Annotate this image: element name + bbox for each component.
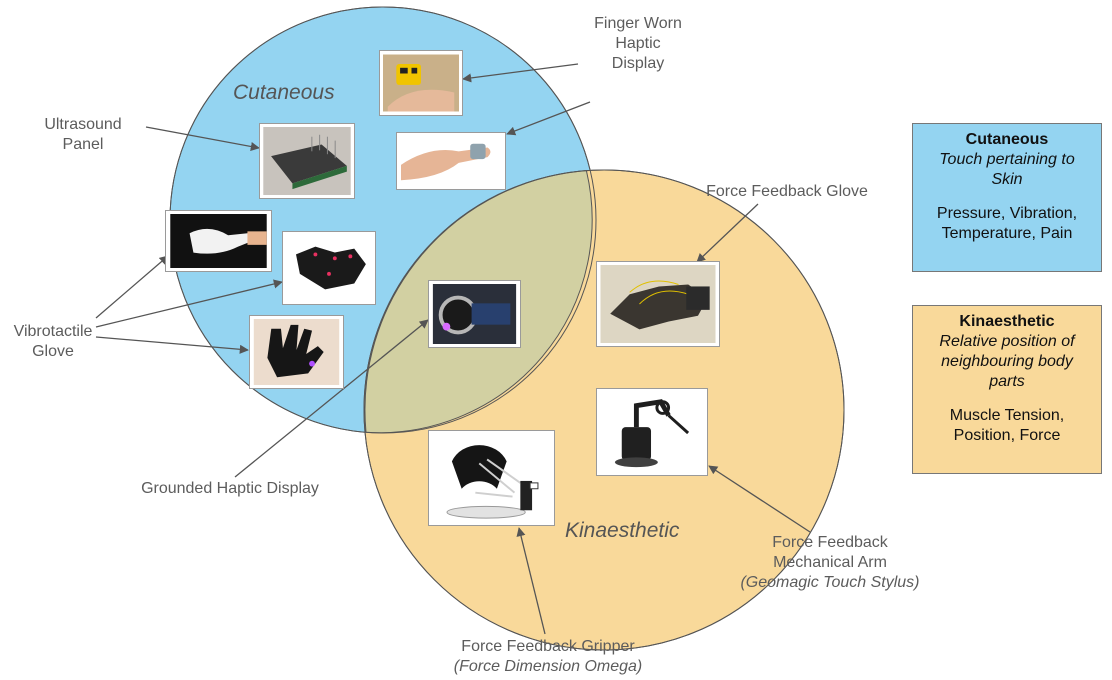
label-ff-arm: Force Feedback Mechanical Arm (Geomagic … [705, 533, 955, 593]
arrow-vibrotactile-3 [95, 336, 249, 354]
label-ultrasound-line2: Panel [62, 136, 104, 153]
label-ff-glove: Force Feedback Glove [682, 182, 892, 202]
label-ultrasound: Ultrasound Panel [23, 115, 143, 155]
label-finger-worn-line3: Display [611, 55, 665, 72]
arrow-grounded [234, 319, 429, 478]
label-ff-gripper-line2: (Force Dimension Omega) [453, 658, 643, 675]
legend-cutaneous-title: Cutaneous [965, 131, 1049, 148]
label-ff-glove-text: Force Feedback Glove [706, 183, 868, 200]
cutaneous-circle-title: Cutaneous [233, 81, 335, 104]
finger-worn-photo [379, 50, 463, 116]
ultrasound-panel-photo [259, 123, 355, 199]
legend-kinaesthetic-examples-1: Muscle Tension, [949, 407, 1065, 424]
label-finger-worn: Finger Worn Haptic Display [577, 14, 699, 74]
legend-kinaesthetic: Kinaesthetic Relative position of neighb… [912, 305, 1102, 474]
label-ff-gripper: Force Feedback Gripper (Force Dimension … [430, 637, 666, 677]
mechanical-arm-photo [596, 388, 708, 476]
legend-kinaesthetic-title: Kinaesthetic [959, 313, 1055, 330]
label-vibrotactile-line1: Vibrotactile [13, 323, 93, 340]
vibrotactile-glove-photo-2 [282, 231, 376, 305]
legend-cutaneous: Cutaneous Touch pertaining to Skin Press… [912, 123, 1102, 272]
label-ff-arm-line3: (Geomagic Touch Stylus) [740, 574, 920, 591]
arrow-ff-gripper [516, 527, 546, 635]
label-ff-arm-line2: Mechanical Arm [773, 554, 887, 571]
arrow-vibrotactile-1 [95, 255, 169, 319]
label-finger-worn-line1: Finger Worn [594, 15, 682, 32]
arrow-finger-worn-2 [506, 101, 591, 136]
legend-kinaesthetic-subtitle-1: Relative position of [939, 333, 1075, 350]
vibrotactile-glove-photo-1 [165, 210, 272, 272]
force-feedback-glove-photo [596, 261, 720, 347]
label-vibrotactile-line2: Glove [32, 343, 74, 360]
arrow-finger-worn-1 [462, 63, 579, 83]
label-ff-gripper-line1: Force Feedback Gripper [461, 638, 635, 655]
legend-kinaesthetic-subtitle-2: neighbouring body [941, 353, 1073, 370]
legend-cutaneous-examples-2: Temperature, Pain [941, 225, 1073, 242]
kinaesthetic-circle-title: Kinaesthetic [565, 519, 680, 542]
label-ultrasound-line1: Ultrasound [44, 116, 122, 133]
arrow-ff-glove [696, 203, 759, 263]
label-grounded-text: Grounded Haptic Display [141, 480, 319, 497]
label-ff-arm-line1: Force Feedback [772, 534, 888, 551]
legend-kinaesthetic-subtitle-3: parts [989, 373, 1025, 390]
label-vibrotactile: Vibrotactile Glove [3, 322, 103, 362]
label-grounded: Grounded Haptic Display [110, 479, 350, 499]
arrows [95, 63, 811, 635]
legend-cutaneous-examples-1: Pressure, Vibration, [936, 205, 1078, 222]
arrow-vibrotactile-2 [95, 279, 283, 328]
arrow-ultrasound [145, 126, 260, 151]
label-finger-worn-line2: Haptic [615, 35, 661, 52]
legend-kinaesthetic-examples-2: Position, Force [953, 427, 1061, 444]
arrow-ff-arm [708, 465, 811, 533]
legend-cutaneous-subtitle-1: Touch pertaining to [939, 151, 1075, 168]
force-gripper-photo [428, 430, 555, 526]
finger-haptic-photo [396, 132, 506, 190]
legend-cutaneous-subtitle-2: Skin [991, 171, 1023, 188]
grounded-haptic-photo [428, 280, 521, 348]
vibrotactile-glove-photo-3 [249, 315, 344, 389]
